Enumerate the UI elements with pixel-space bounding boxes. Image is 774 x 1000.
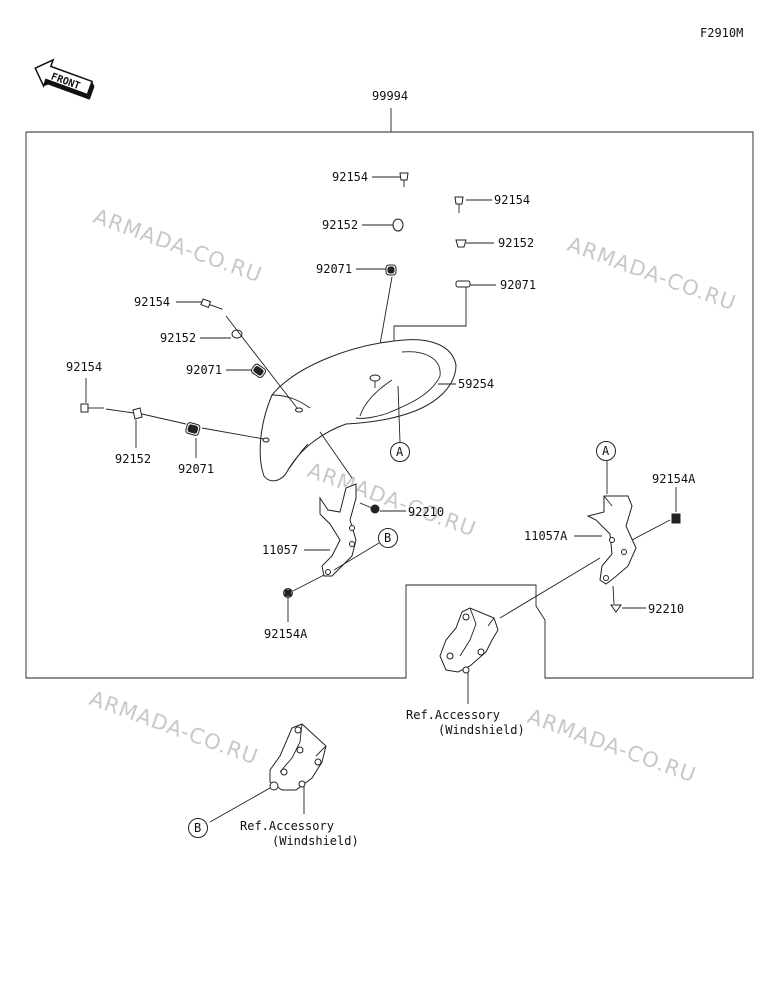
label-92210-left: 92210 bbox=[408, 505, 444, 519]
label-92154-top: 92154 bbox=[332, 170, 368, 184]
ref1-line2: (Windshield) bbox=[438, 723, 525, 737]
callout-b-text-1: B bbox=[384, 531, 391, 545]
label-11057: 11057 bbox=[262, 543, 298, 557]
label-92154-right: 92154 bbox=[494, 193, 530, 207]
ref1-line1: Ref.Accessory bbox=[406, 708, 500, 722]
ref2-line1: Ref.Accessory bbox=[240, 819, 334, 833]
callout-b-text-2: B bbox=[194, 821, 201, 835]
watermark-4: ARMADA-CO.RU bbox=[86, 686, 261, 769]
label-92154A-right: 92154A bbox=[652, 472, 696, 486]
label-59254: 59254 bbox=[458, 377, 494, 391]
watermarks: ARMADA-CO.RU ARMADA-CO.RU ARMADA-CO.RU A… bbox=[86, 204, 739, 787]
watermark-2: ARMADA-CO.RU bbox=[564, 232, 739, 315]
ref-accessory-mount-1: Ref.Accessory (Windshield) bbox=[406, 607, 525, 737]
label-92154A-left: 92154A bbox=[264, 627, 308, 641]
label-92071-top: 92071 bbox=[316, 262, 352, 276]
label-92154-left: 92154 bbox=[66, 360, 102, 374]
callout-a-fender: A bbox=[390, 442, 410, 462]
bracket-11057: 11057 92210 92154A bbox=[262, 431, 444, 641]
callout-b-bottom: B bbox=[188, 818, 208, 838]
callout-a-text-2: A bbox=[602, 444, 610, 458]
bracket-11057A: 11057A 92154A 92210 bbox=[499, 461, 696, 619]
front-arrow-icon: FRONT bbox=[34, 58, 95, 100]
label-92210-right: 92210 bbox=[648, 602, 684, 616]
fastener-stack-right: 92154 92152 92071 bbox=[393, 193, 536, 343]
watermark-1: ARMADA-CO.RU bbox=[90, 204, 265, 287]
label-92152-left: 92152 bbox=[115, 452, 151, 466]
label-11057A: 11057A bbox=[524, 529, 568, 543]
figure-code: F2910M bbox=[700, 26, 743, 40]
fastener-stack-top: 92154 92152 92071 bbox=[316, 170, 409, 379]
callout-a-text-1: A bbox=[396, 445, 404, 459]
callout-a-bracket: A bbox=[596, 441, 616, 461]
kit-outline bbox=[25, 131, 754, 679]
label-92071-right: 92071 bbox=[500, 278, 536, 292]
label-92154-mid: 92154 bbox=[134, 295, 170, 309]
fender-59254: 59254 bbox=[259, 339, 494, 482]
callout-b-bracket: B bbox=[378, 528, 398, 548]
kit-number: 99994 bbox=[372, 89, 408, 103]
watermark-5: ARMADA-CO.RU bbox=[524, 704, 699, 787]
label-92071-left: 92071 bbox=[178, 462, 214, 476]
label-92152-mid: 92152 bbox=[160, 331, 196, 345]
ref-accessory-mount-2: Ref.Accessory (Windshield) bbox=[209, 723, 359, 848]
label-92071-mid: 92071 bbox=[186, 363, 222, 377]
fastener-stack-left: 92154 92152 92071 bbox=[66, 360, 265, 476]
label-92152-top: 92152 bbox=[322, 218, 358, 232]
label-92152-right: 92152 bbox=[498, 236, 534, 250]
fastener-stack-mid: 92154 92152 92071 bbox=[134, 295, 298, 409]
ref2-line2: (Windshield) bbox=[272, 834, 359, 848]
